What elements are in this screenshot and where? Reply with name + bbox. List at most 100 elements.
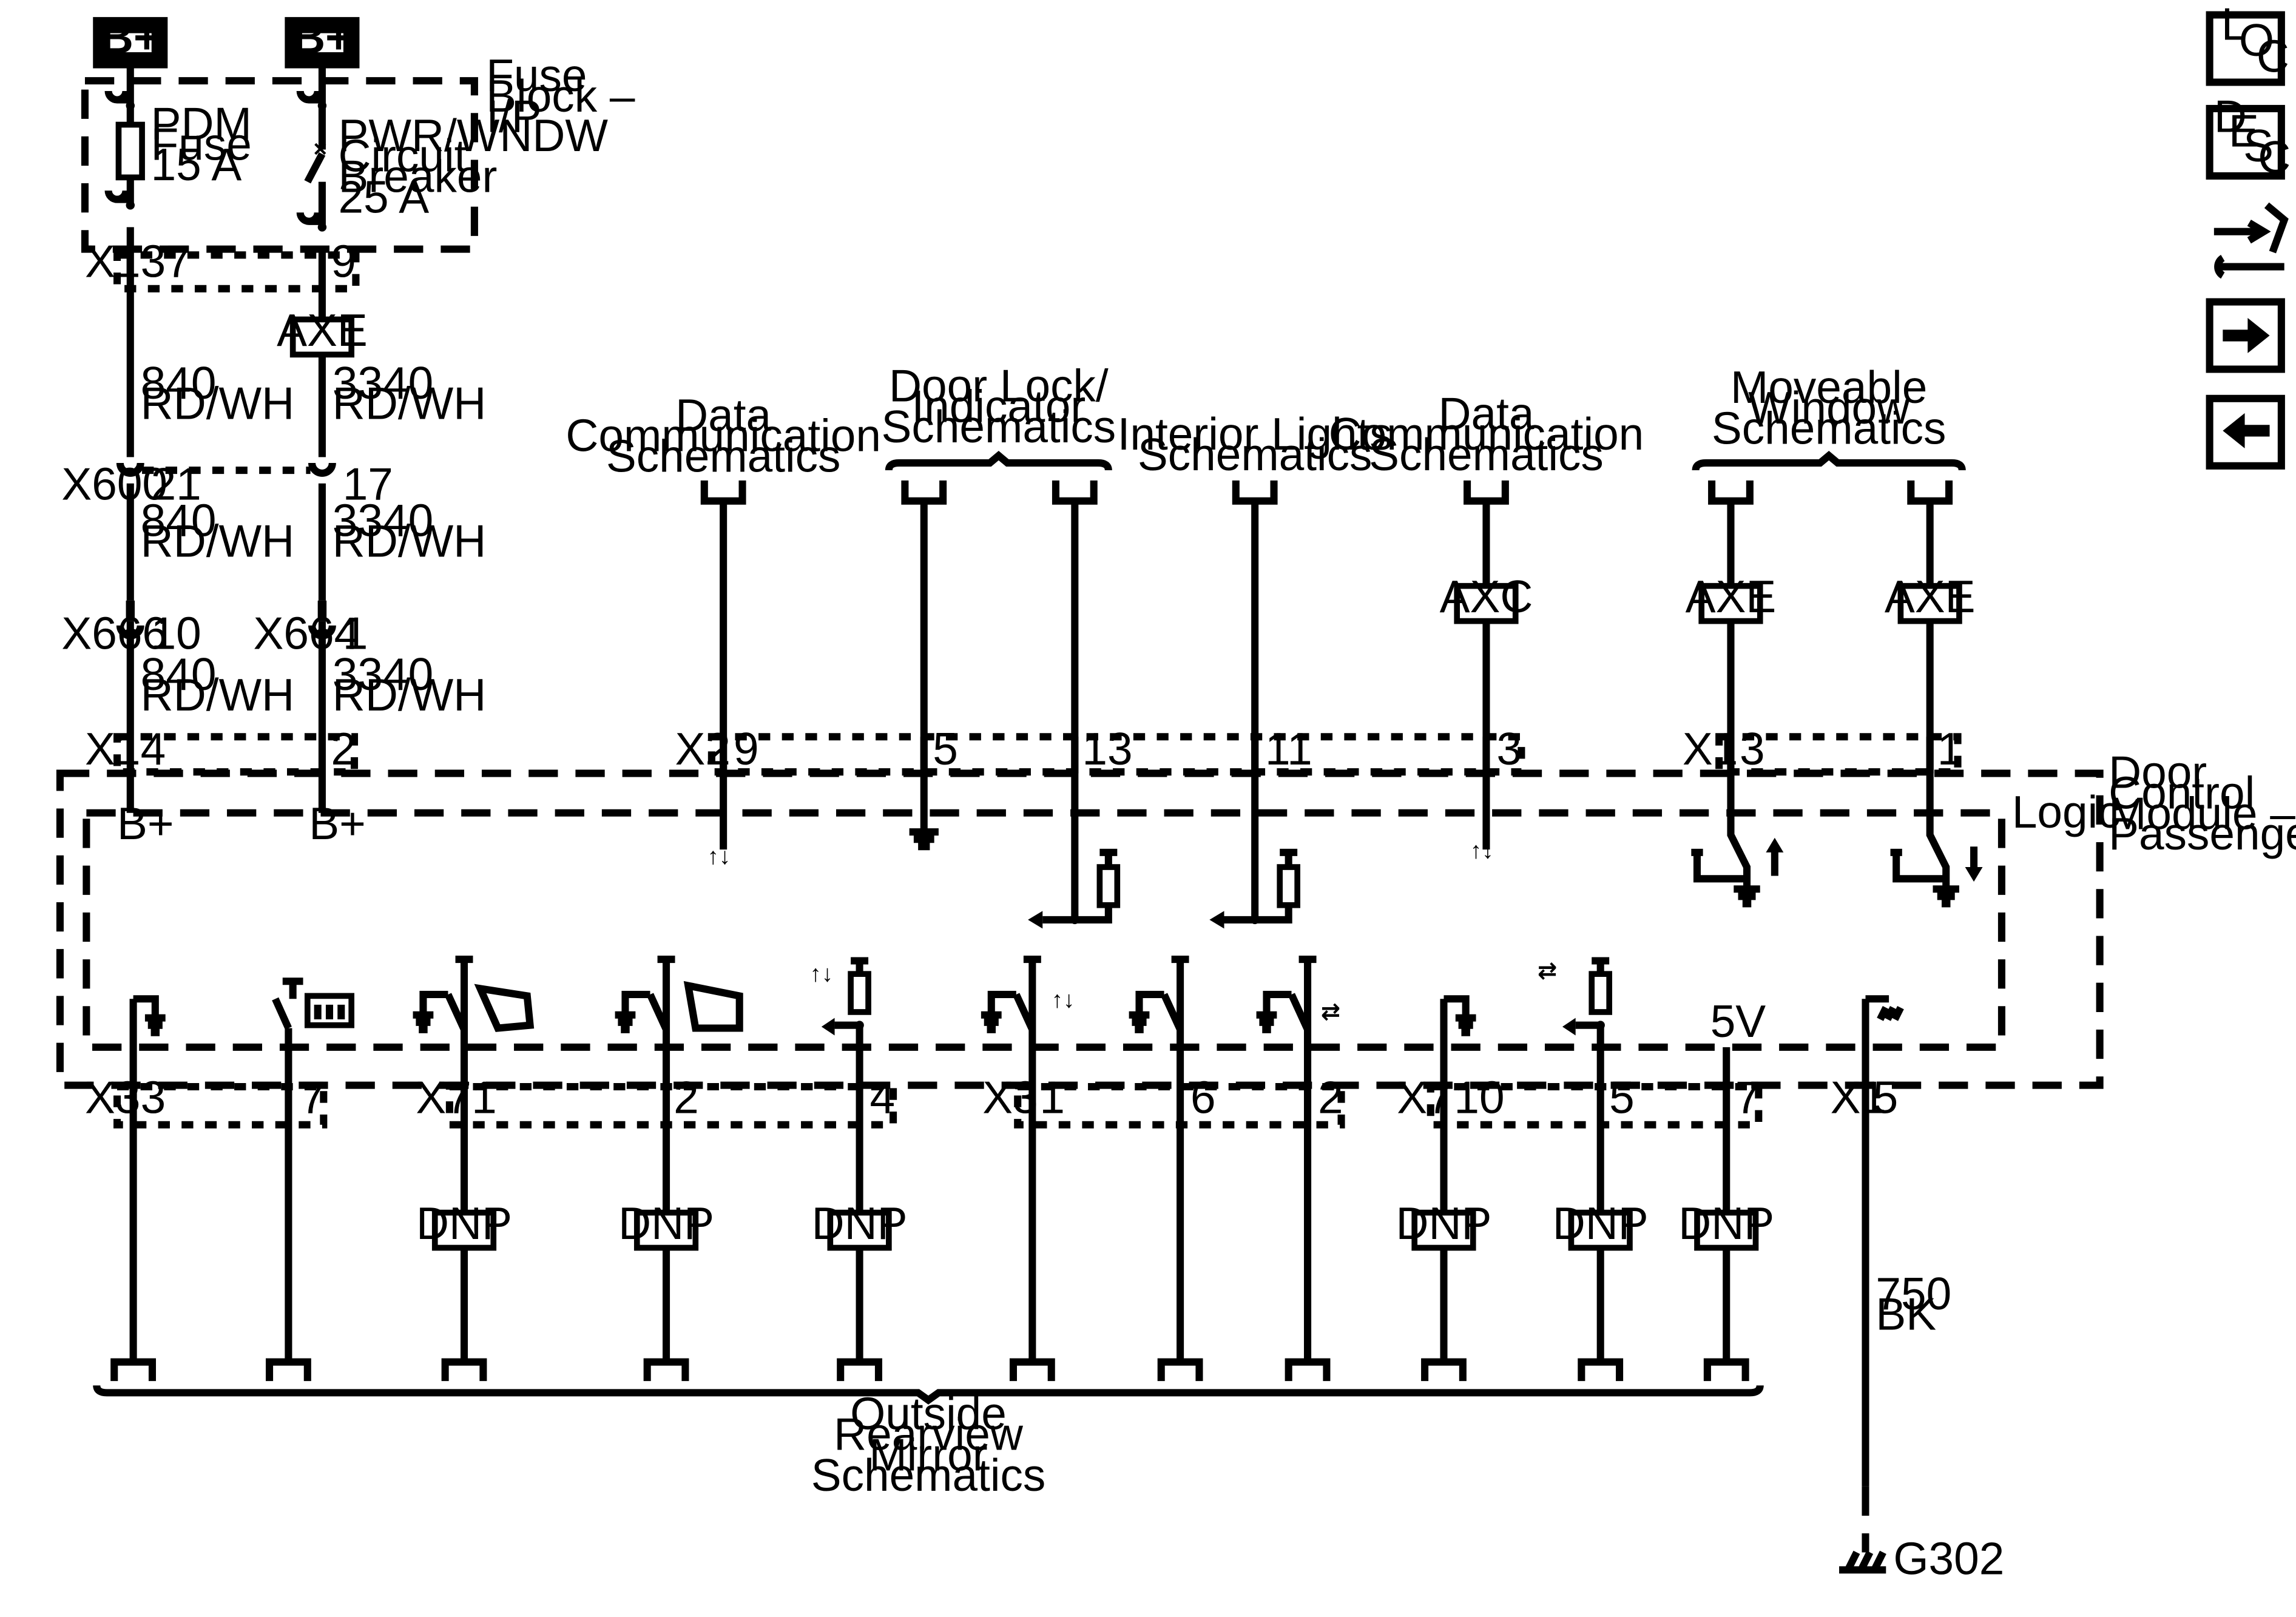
svg-text:AXE: AXE	[1686, 571, 1777, 622]
svg-text:S: S	[2243, 120, 2274, 171]
switch-icon	[1691, 848, 1760, 908]
wrench-icon	[2213, 202, 2289, 279]
next-button[interactable]	[2206, 298, 2285, 373]
svg-text:37: 37	[141, 235, 191, 286]
svg-text:Door Lock/IndicatorSchematics: Door Lock/IndicatorSchematics	[882, 360, 1116, 453]
connector-x1-top-right: X1 3 1	[1683, 723, 1963, 776]
svg-text:L: L	[2221, 0, 2247, 50]
switch-icon	[1890, 848, 1959, 908]
axe-option-box	[289, 316, 355, 358]
dnp-option-box	[1694, 1209, 1759, 1251]
ref-data-communication-1: DataCommunicationSchematics ↑↓	[566, 390, 881, 869]
svg-text:FuseBlock –I/P: FuseBlock –I/P	[486, 50, 635, 142]
left-arrow-icon	[2223, 413, 2270, 448]
svg-text:2: 2	[331, 723, 356, 774]
svg-text:C: C	[2258, 132, 2291, 183]
resistor-icon	[1277, 864, 1300, 908]
down-arrow-icon	[1965, 867, 1983, 882]
mirror-connector-caps: OutsideRearviewMirrorSchematics	[93, 1358, 1764, 1501]
bottom-connector-x1: X1 5	[1831, 1072, 1899, 1122]
svg-text:X600: X600	[61, 458, 167, 509]
svg-text:DataCommunicationSchematics: DataCommunicationSchematics	[566, 390, 881, 482]
svg-text:Interior LightsSchematics: Interior LightsSchematics	[1118, 408, 1393, 480]
bidirectional-arrow-icon: ↑↓	[707, 843, 731, 869]
svg-text:AXC: AXC	[1440, 571, 1533, 622]
inline-connector-x664: X664 1	[253, 600, 368, 658]
power-source-left: B+	[93, 12, 168, 69]
axe-option-box	[1698, 582, 1763, 624]
svg-text:3340RD/WH: 3340RD/WH	[333, 495, 486, 567]
ref-door-lock: Door Lock/IndicatorSchematics	[882, 360, 1121, 929]
dnp-option-box	[1568, 1209, 1633, 1251]
resistor-icon	[1589, 971, 1613, 1015]
svg-text:840RD/WH: 840RD/WH	[141, 649, 294, 720]
mirror-fold-icon	[474, 984, 535, 1032]
ref-data-communication-2: DataCommunicationSchematics AXC ↑↓	[1329, 388, 1644, 863]
axe-option-box	[1897, 582, 1962, 624]
svg-text:DataCommunicationSchematics: DataCommunicationSchematics	[1329, 388, 1644, 480]
svg-text:AXE: AXE	[1885, 571, 1976, 622]
svg-text:840RD/WH: 840RD/WH	[141, 357, 294, 429]
svg-text:7: 7	[1735, 1072, 1761, 1122]
svg-text:3: 3	[141, 1072, 166, 1122]
svg-text:E: E	[2229, 106, 2259, 157]
wire-840: 840RD/WH 840RD/WH 840RD/WH	[126, 227, 294, 813]
previous-button[interactable]	[2206, 394, 2285, 470]
wire-3340: AXE 3340RD/WH 3340RD/WH 3340RD/WH	[277, 249, 486, 813]
svg-text:DNP: DNP	[1553, 1198, 1649, 1249]
loc-button[interactable]: L O C	[2206, 0, 2289, 86]
up-arrow-icon	[1766, 837, 1784, 852]
inline-connector-x666: X666 10	[61, 600, 201, 658]
svg-text:10: 10	[151, 607, 201, 658]
svg-text:C: C	[2257, 31, 2289, 82]
ref-interior-lights: Interior LightsSchematics	[1118, 408, 1393, 929]
mirror-circuit-wires: DNP DNP ↑↓ DNP ↑↓ ⇄ DNP ⇄ DNP	[129, 956, 2004, 1584]
left-right-arrow-icon: ⇄	[1538, 957, 1557, 984]
svg-text:5: 5	[1609, 1072, 1635, 1122]
module-input-wires	[720, 737, 1934, 774]
svg-text:13: 13	[1082, 723, 1132, 774]
svg-text:2: 2	[1318, 1072, 1343, 1122]
svg-text:B+: B+	[117, 798, 174, 849]
ground-icon	[1839, 1550, 1886, 1574]
fuse-block: FuseBlock –I/P PDMFuse15 A × PWR/WNDWCir…	[81, 50, 635, 253]
svg-text:3340RD/WH: 3340RD/WH	[333, 649, 486, 720]
b-plus-label: B+	[101, 12, 160, 62]
svg-text:5V: 5V	[1710, 996, 1766, 1047]
svg-text:3: 3	[1496, 723, 1522, 774]
svg-text:DNP: DNP	[1678, 1198, 1774, 1249]
ref-moveable-window: MoveableWindowSchematics AXE AXE	[1686, 362, 1983, 908]
svg-text:4: 4	[869, 1072, 895, 1122]
svg-text:DNP: DNP	[1396, 1198, 1492, 1249]
svg-text:1: 1	[1039, 1072, 1065, 1122]
fuse-icon	[115, 121, 145, 181]
svg-text:5: 5	[1873, 1072, 1899, 1122]
svg-text:X664: X664	[253, 607, 359, 658]
svg-text:Logic: Logic	[2012, 786, 2121, 837]
dnp-option-box	[431, 1209, 497, 1251]
svg-text:1: 1	[471, 1072, 497, 1122]
b-plus-label: B+	[292, 12, 352, 62]
power-source-right: B+	[285, 12, 360, 69]
svg-text:DNP: DNP	[416, 1198, 512, 1249]
svg-text:750BK: 750BK	[1876, 1268, 1951, 1340]
svg-text:AXE: AXE	[277, 305, 368, 356]
svg-text:3340RD/WH: 3340RD/WH	[333, 357, 486, 429]
bottom-connector-x7-right: X7 10 5 7	[1397, 1072, 1763, 1129]
repair-tool-icon[interactable]	[2213, 202, 2289, 279]
svg-text:PDMFuse15 A: PDMFuse15 A	[151, 98, 252, 191]
svg-text:840RD/WH: 840RD/WH	[141, 495, 294, 567]
axc-option-box	[1454, 582, 1519, 624]
svg-text:X666: X666	[61, 607, 167, 658]
svg-text:OutsideRearviewMirrorSchematic: OutsideRearviewMirrorSchematics	[811, 1388, 1046, 1501]
svg-text:1: 1	[1937, 723, 1963, 774]
connector-x1-fuse: X1 37 9	[85, 235, 360, 292]
svg-text:10: 10	[1454, 1072, 1504, 1122]
svg-text:7: 7	[300, 1072, 326, 1122]
desc-button[interactable]: D E S C	[2206, 91, 2291, 183]
connector-x2-top: X2 9 5 13 11 3	[675, 723, 1525, 776]
svg-text:X1: X1	[85, 723, 141, 774]
resistor-icon	[848, 971, 871, 1015]
svg-text:B+: B+	[309, 798, 366, 849]
